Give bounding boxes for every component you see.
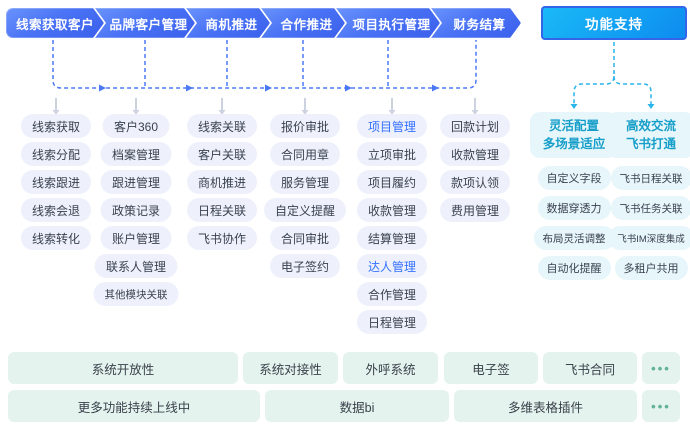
column-drop-lines [55,98,476,110]
capability-box: 外呼系统 [343,352,438,384]
support-pill: 自动化提醒 [537,256,611,280]
support-pill: 飞书任务关联 [610,196,690,220]
module-pill: 档案管理 [100,142,171,166]
more-ellipsis: ••• [642,390,680,422]
support-title-line: 高效交流 [625,118,676,133]
capability-box: 系统开放性 [8,352,238,384]
module-pill: 合同用章 [269,142,341,166]
module-pill: 客户360 [102,114,170,138]
more-ellipsis: ••• [642,352,680,384]
support-title-line: 飞书打通 [625,137,676,151]
capability-box: 系统对接性 [243,352,338,384]
module-column-5: 项目管理立项审批项目履约收款管理结算管理达人管理合作管理日程管理 [356,114,428,334]
support-pill: 自定义字段 [537,166,611,190]
capability-box: 数据bi [265,390,449,422]
support-group-1: 灵活配置多场景适应自定义字段数据穿透力布局灵活调整自动化提醒 [530,112,618,286]
module-pill: 日程管理 [356,310,428,334]
module-pill: 商机推进 [186,170,258,194]
module-pill: 客户关联 [186,142,258,166]
support-button: 功能支持 [541,6,687,40]
flow-connector-path [52,40,477,89]
support-pill: 飞书IM深度集成 [608,226,690,250]
module-column-4: 报价审批合同用章服务管理自定义提醒合同审批电子签约 [263,114,347,278]
support-title-line: 多场景适应 [542,137,606,151]
module-pill: 服务管理 [269,170,341,194]
capability-box: 飞书合同 [543,352,637,384]
module-pill: 线索获取 [20,114,92,138]
support-group-title: 灵活配置多场景适应 [530,112,618,158]
module-column-1: 线索获取线索分配线索跟进线索会退线索转化 [20,114,92,250]
module-pill: 政策记录 [100,198,171,222]
capability-box: 多维表格插件 [454,390,637,422]
support-pill: 布局灵活调整 [533,226,615,250]
module-pill: 达人管理 [356,254,428,278]
module-pill: 跟进管理 [100,170,171,194]
module-pill: 回款计划 [439,114,511,138]
module-column-2: 客户360 档案管理跟进管理政策记录账户管理联系人管理其他模块关联 [93,114,179,306]
support-pill: 多租户共用 [614,256,688,280]
flow-stage-3: 商机推进 [186,8,270,38]
support-arrowheads [570,104,655,109]
module-pill: 收款管理 [439,142,511,166]
support-group-2: 高效交流飞书打通飞书日程关联飞书任务关联飞书IM深度集成多租户共用 [607,112,690,286]
support-group-title: 高效交流飞书打通 [607,112,690,158]
flow-arrowheads [99,84,439,92]
module-pill: 其他模块关联 [93,282,179,306]
flow-stage-5: 项目执行管理 [336,8,440,38]
capability-box: 更多功能持续上线中 [8,390,260,422]
module-pill: 线索转化 [20,226,92,250]
module-pill: 联系人管理 [94,254,177,278]
flow-stage-6: 财务结算 [431,8,521,38]
module-pill: 账户管理 [100,226,171,250]
flow-stage-1: 线索获取客户 [6,8,104,38]
module-pill: 结算管理 [356,226,428,250]
module-pill: 飞书协作 [186,226,258,250]
module-pill: 报价审批 [269,114,341,138]
module-pill: 合同审批 [269,226,341,250]
module-pill: 立项审批 [356,142,428,166]
module-pill: 日程关联 [186,198,258,222]
module-pill: 自定义提醒 [263,198,347,222]
support-connector-path [573,42,652,104]
module-pill: 款项认领 [439,170,511,194]
support-title-line: 灵活配置 [548,118,599,133]
module-pill: 合作管理 [356,282,428,306]
module-pill: 收款管理 [356,198,428,222]
module-pill: 线索跟进 [20,170,92,194]
module-column-6: 回款计划收款管理款项认领费用管理 [439,114,511,222]
flow-stage-4: 合作推进 [261,8,345,38]
flow-stage-2: 品牌客户管理 [95,8,195,38]
module-pill: 项目管理 [356,114,428,138]
module-pill: 线索分配 [20,142,92,166]
support-pill: 数据穿透力 [537,196,611,220]
module-column-3: 线索关联客户关联商机推进日程关联飞书协作 [186,114,258,250]
module-pill: 电子签约 [269,254,341,278]
module-pill: 线索会退 [20,198,92,222]
support-pill: 飞书日程关联 [610,166,690,190]
module-pill: 线索关联 [186,114,258,138]
module-pill: 费用管理 [439,198,511,222]
module-pill: 项目履约 [356,170,428,194]
capability-box: 电子签 [444,352,538,384]
